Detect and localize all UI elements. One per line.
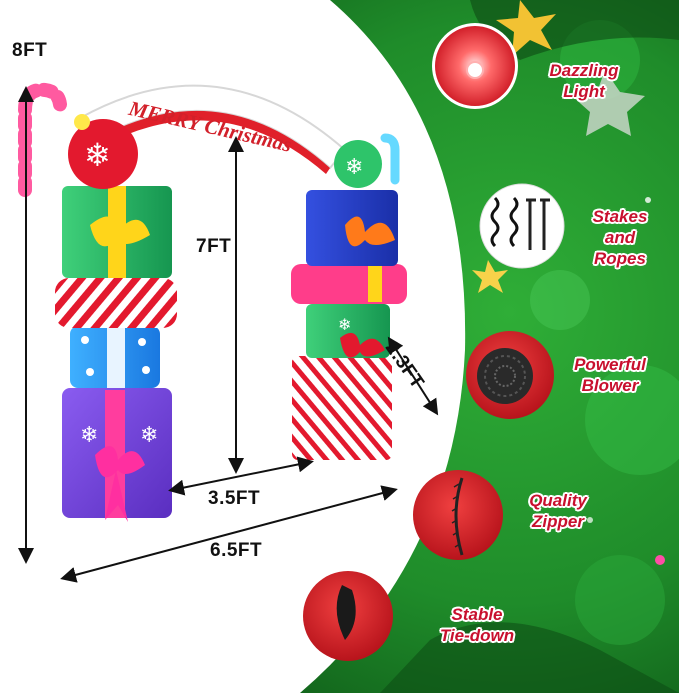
tie-down-loop-icon — [303, 571, 393, 661]
feature-label-tiedown: Stable Tie-down — [422, 604, 532, 646]
light-bulb-icon — [432, 23, 518, 109]
feature-tiedown-line1: Stable — [451, 605, 503, 624]
feature-blower-line1: Powerful — [574, 355, 646, 374]
svg-text:❄: ❄ — [345, 154, 363, 179]
feature-circles — [303, 23, 565, 661]
feature-zipper-line2: Zipper — [532, 512, 584, 531]
feature-stakes-line2: and — [604, 228, 636, 247]
inner-height-label: 7FT — [196, 236, 232, 257]
inner-width-label: 3.5FT — [208, 488, 261, 509]
feature-stakes-line1: Stakes — [592, 207, 648, 226]
inflatable-arch: ❄ ❄ ❄ ❄ ❄ — [18, 82, 407, 522]
feature-tiedown-line2: Tie-down — [439, 626, 515, 645]
feature-zipper-line1: Quality — [529, 491, 587, 510]
stakes-ropes-icon — [479, 183, 565, 269]
total-width-line — [60, 485, 398, 583]
feature-blower-line2: Blower — [581, 376, 639, 395]
feature-label-stakes: Stakes and Ropes — [570, 206, 670, 269]
feature-label-blower: Powerful Blower — [560, 354, 660, 396]
feature-label-light: Dazzling Light — [534, 60, 634, 102]
svg-text:❄: ❄ — [338, 317, 351, 334]
svg-text:❄: ❄ — [80, 422, 98, 447]
depth-line — [387, 336, 439, 416]
total-height-label: 8FT — [12, 40, 48, 61]
inner-width-line — [168, 456, 314, 496]
feature-label-zipper: Quality Zipper — [508, 490, 608, 532]
zipper-icon — [413, 470, 503, 560]
svg-text:❄: ❄ — [140, 422, 158, 447]
total-width-label: 6.5FT — [210, 540, 263, 561]
feature-light-line1: Dazzling — [549, 61, 619, 80]
dimension-lines — [18, 86, 439, 583]
feature-light-line2: Light — [563, 82, 605, 101]
svg-text:❄: ❄ — [84, 137, 111, 173]
feature-stakes-line3: Ropes — [594, 249, 646, 268]
blower-fan-icon — [466, 331, 554, 419]
